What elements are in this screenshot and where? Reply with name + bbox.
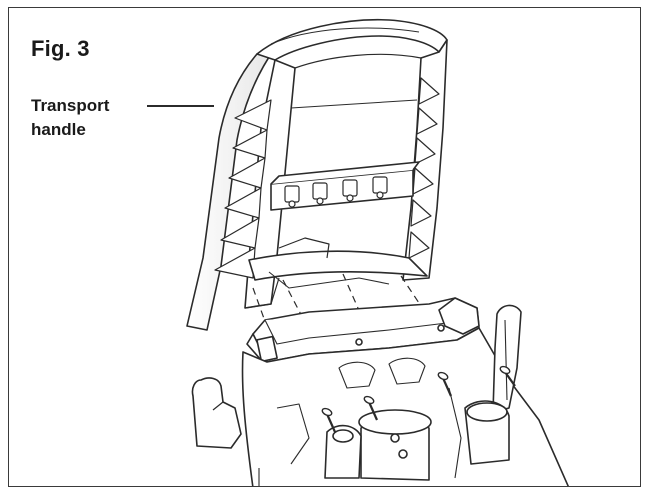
figure-frame: Fig. 3 Transport handle (8, 7, 641, 487)
screw-4 (499, 365, 516, 387)
handle-top-bar (256, 18, 448, 61)
mounting-screws (321, 365, 516, 433)
assembly-drawing (147, 18, 569, 486)
base-housing (191, 297, 569, 486)
screw-3 (437, 371, 453, 397)
figure-title: Fig. 3 (31, 36, 90, 61)
handle-right-ribs (408, 77, 440, 259)
callout-line-1: Transport (31, 96, 110, 115)
transport-handle-label: Transport handle (31, 94, 109, 142)
handle-outer-side (186, 47, 276, 331)
transport-handle (186, 18, 448, 331)
callout-line-2: handle (31, 120, 86, 139)
left-cord-hook (191, 377, 242, 449)
handle-clips (284, 176, 388, 208)
screw-1 (321, 407, 337, 433)
screw-2 (363, 395, 379, 421)
handle-left-ribs (214, 99, 272, 279)
handle-lower-mount (248, 250, 428, 281)
